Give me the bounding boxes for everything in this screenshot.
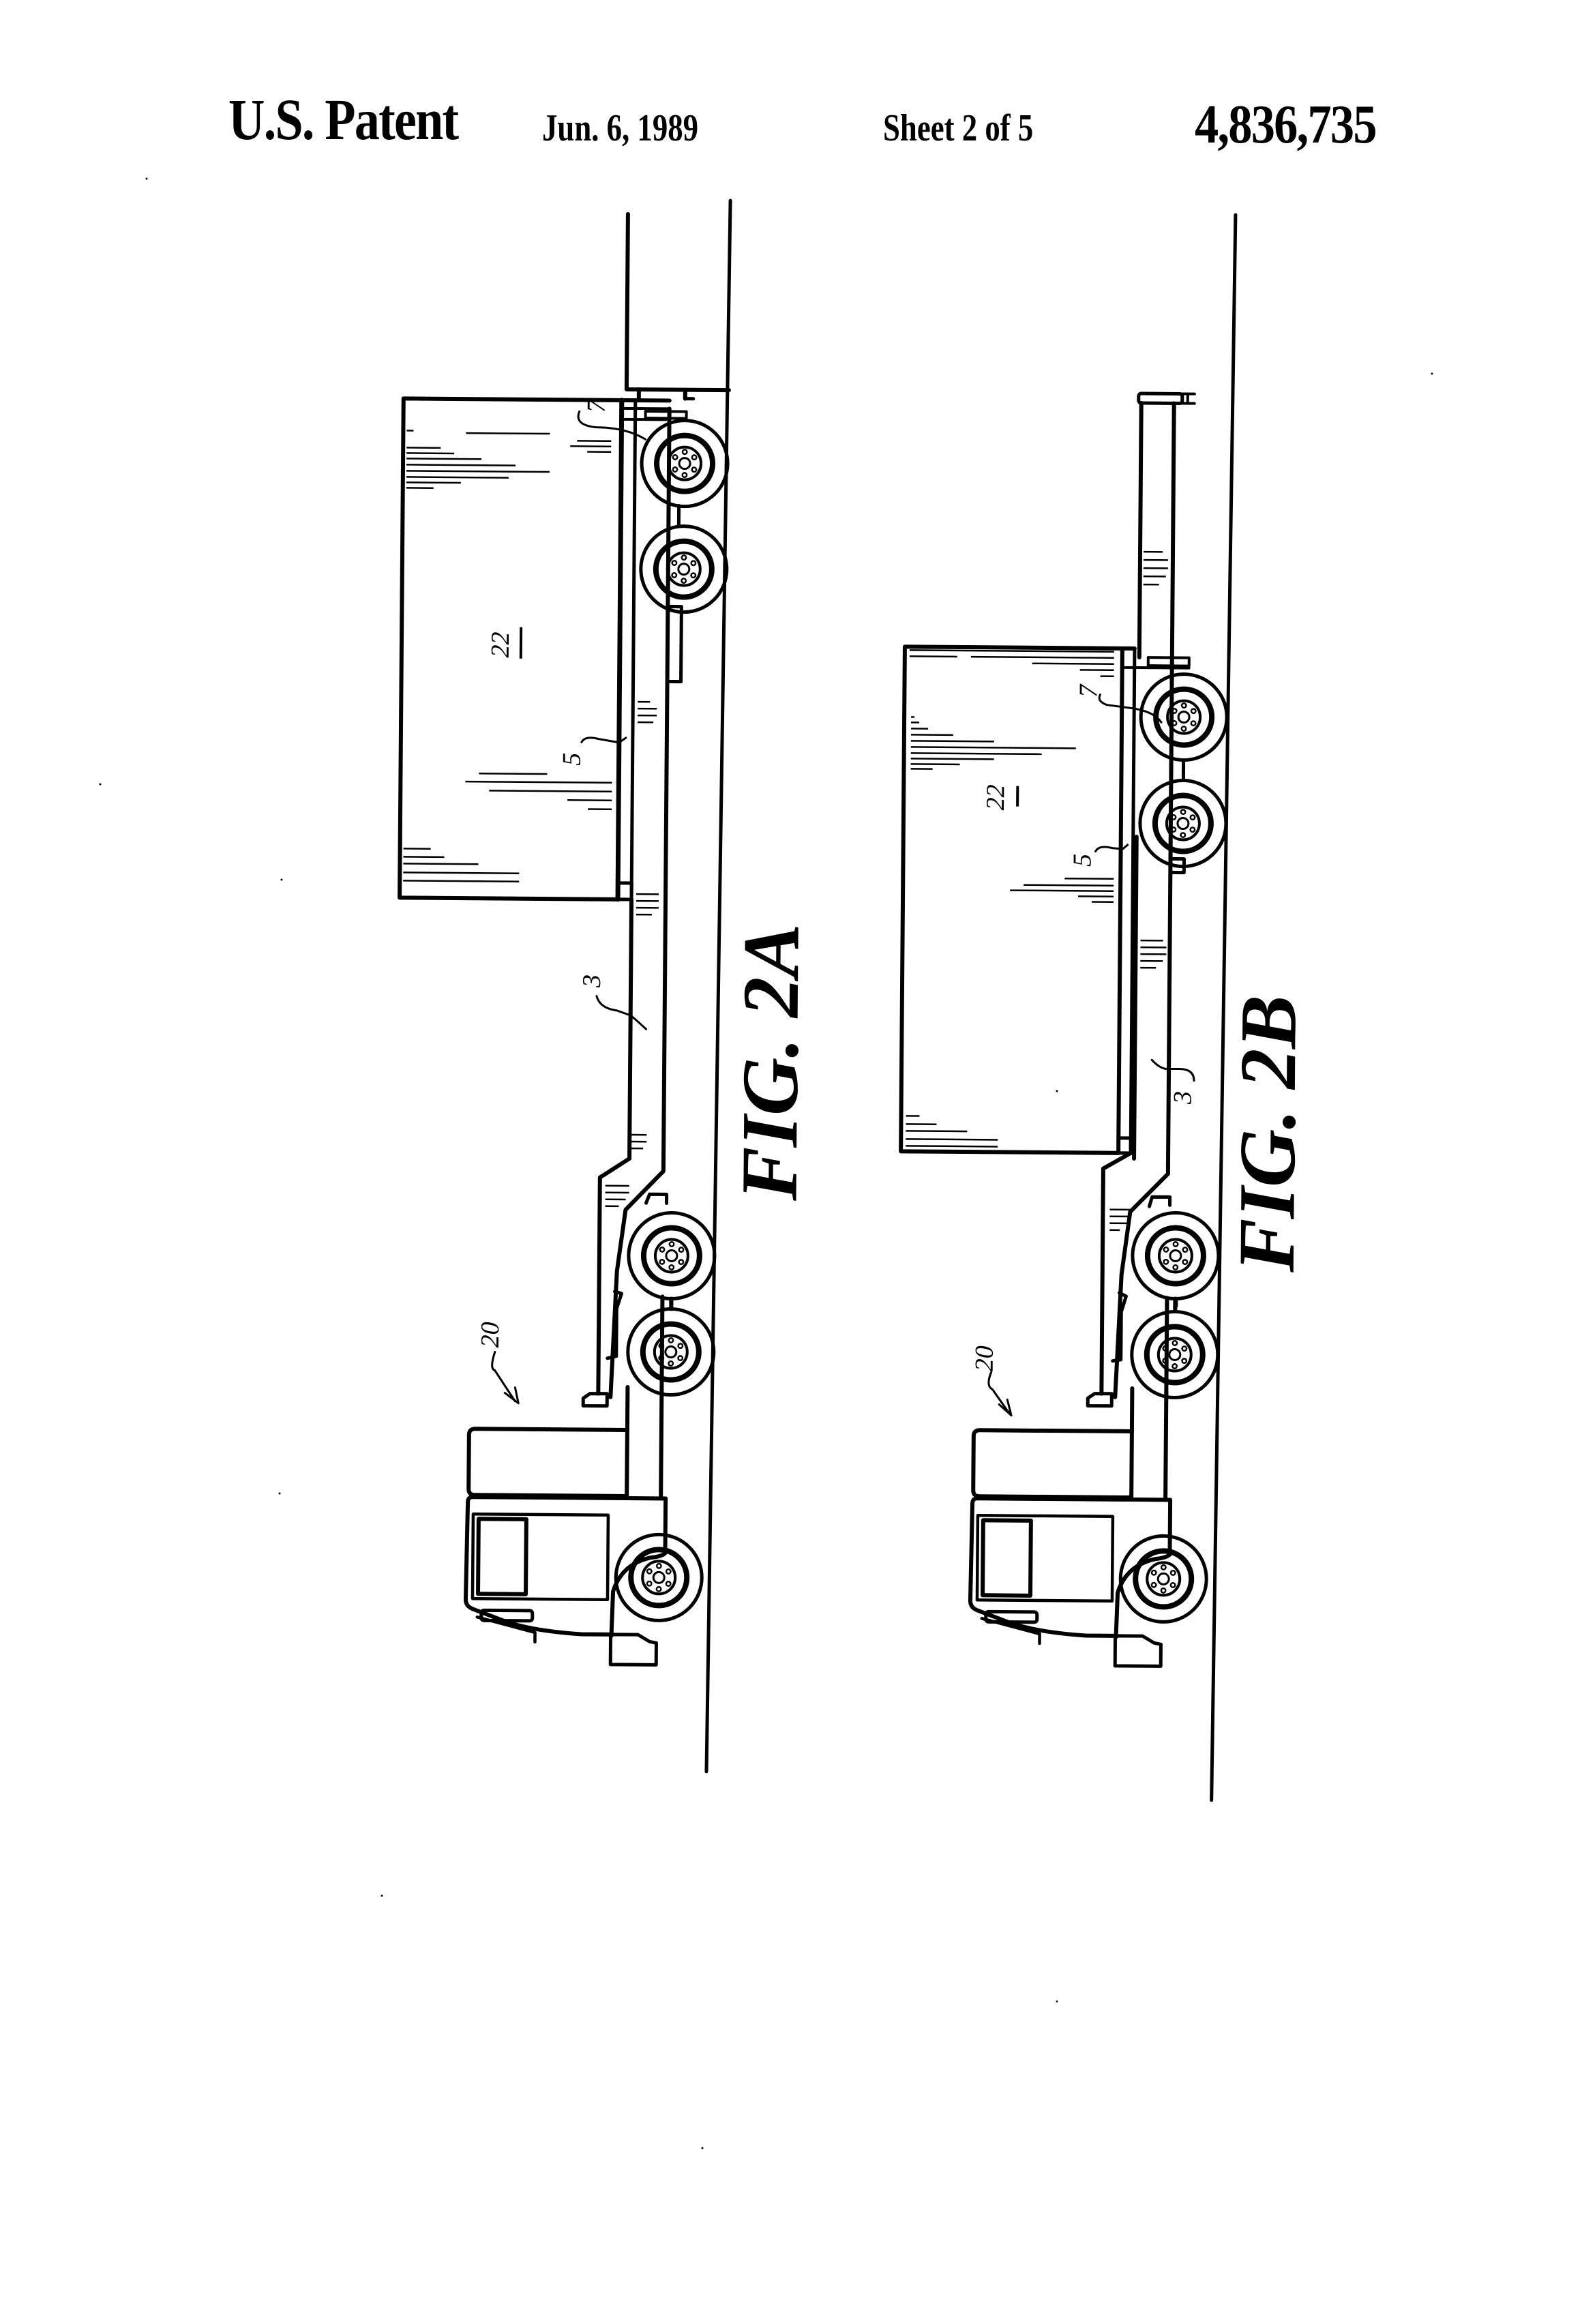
ref-20-2a: 20 — [476, 1322, 505, 1347]
ref-5-2b: 5 — [1068, 854, 1096, 867]
figure-2a: 22 7 5 3 20 FIG. 2A — [398, 198, 816, 1774]
ref-22-2a: 22 — [486, 631, 515, 657]
ground-line-2b — [1210, 213, 1238, 1802]
ref-5-2a: 5 — [558, 753, 586, 766]
ref-20-2b: 20 — [970, 1345, 999, 1371]
reference-numerals-2b: 22 7 5 3 20 — [970, 683, 1197, 1417]
ref-22-2b: 22 — [981, 784, 1010, 810]
ref-3-2a: 3 — [578, 974, 606, 988]
figure-label-2a: FIG. 2A — [725, 923, 816, 1202]
upper-body-2a — [624, 211, 731, 393]
trailer-frame-2b — [1165, 662, 1174, 1172]
reference-numerals-2a: 22 7 5 3 20 — [476, 398, 648, 1405]
cargo-box-2b — [899, 644, 1124, 1155]
hatching-2a — [403, 430, 659, 1208]
rear-bumper-2b — [1137, 391, 1184, 406]
patent-header-title: U.S. Patent — [228, 87, 459, 152]
sheet-number: Sheet 2 of 5 — [883, 107, 1034, 149]
trailer-frame-2a — [661, 406, 672, 1161]
ref-3-2b: 3 — [1169, 1091, 1197, 1105]
patent-number: 4,836,735 — [1195, 95, 1377, 155]
hatching-2b — [906, 550, 1168, 1232]
figure-label-2b: FIG. 2B — [1222, 994, 1313, 1273]
trailer-frame-rear-2b — [1137, 401, 1144, 660]
cargo-box-2a — [398, 396, 621, 902]
ref-7-2b: 7 — [1074, 683, 1103, 698]
patent-date: Jun. 6, 1989 — [542, 107, 699, 149]
ref-7-2a: 7 — [582, 398, 611, 413]
figure-2b: 22 7 5 3 20 FIG. 2B — [899, 213, 1313, 1802]
scan-specks — [99, 177, 1433, 2149]
